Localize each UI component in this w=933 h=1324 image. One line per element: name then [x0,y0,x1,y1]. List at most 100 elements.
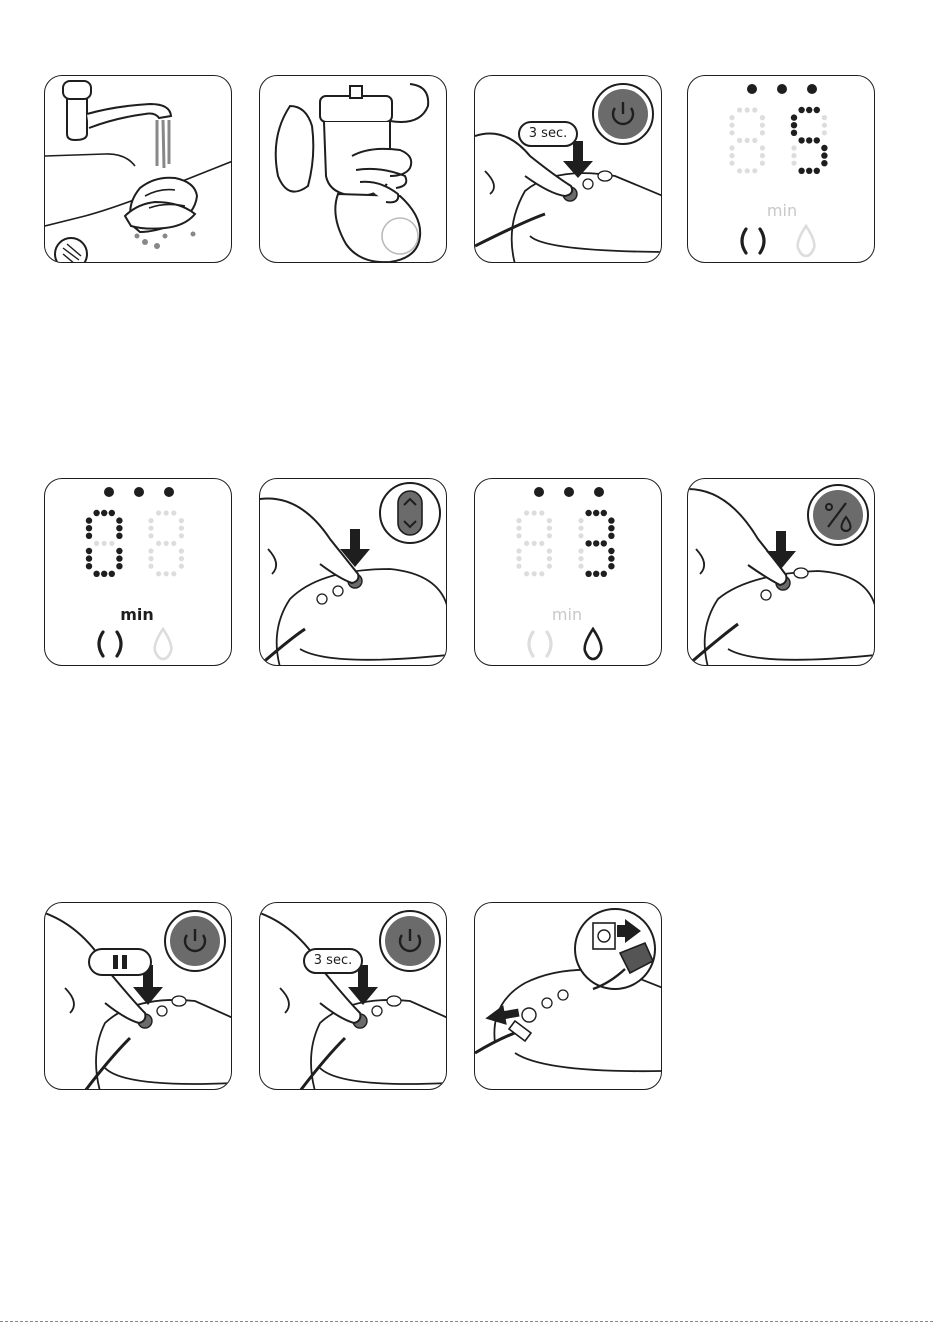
min-label: min [543,605,591,624]
digit-dot-dim [164,510,169,515]
digit-dot-dim [171,541,176,546]
digit-dot-dim [179,564,184,569]
digit-dot-lit [116,533,122,539]
cycle-icon [529,632,551,656]
min-label: min [113,605,161,624]
digit-dot-lit [814,137,820,143]
digit-dot-dim [760,161,765,166]
digit-dot-dim [532,510,537,515]
digit-dot-dim [179,526,184,531]
three-sec-label: 3 sec. [519,122,577,146]
digit-dot-dim [532,571,537,576]
digit-dot-lit [116,563,122,569]
press-power-illustration [475,76,662,263]
digit-dot-lit [821,160,827,166]
min-label: min [758,201,806,220]
digit-dot-dim [532,541,537,546]
digit-dot-dim [539,571,544,576]
panel-timer-display-3: min [474,478,662,666]
digit-dot-lit [806,137,812,143]
digit-dot-lit [116,517,122,523]
digit-dot-lit [593,510,599,516]
digit-dot-dim [822,130,827,135]
three-sec-label: 3 sec. [304,949,362,973]
digit-dot-dim [547,556,552,561]
digit-dot-dim [578,518,583,523]
digit-dot-lit [791,130,797,136]
digit-dot-lit [101,571,107,577]
indicator-dot [807,84,817,94]
digit-dot-dim [164,541,169,546]
digit-dot-lit [109,571,115,577]
digit-dot-lit [601,510,607,516]
digit-dot-dim [516,548,521,553]
digit-dot-dim [729,115,734,120]
digit-dot-dim [729,153,734,158]
digit-dot-lit [101,510,107,516]
digit-dot-lit [93,510,99,516]
digit-dot-lit [593,571,599,577]
digit-dot-lit [806,168,812,174]
digit-dot-lit [86,525,92,531]
digit-dot-dim [729,123,734,128]
digit-dot-lit [593,540,599,546]
water-drop-icon [585,629,602,659]
digit-dot-lit [608,533,614,539]
digit-dot-dim [760,153,765,158]
digit-dot-dim [760,130,765,135]
digit-dot-lit [814,107,820,113]
digit-dot-dim [752,107,757,112]
cycle-icon [742,229,764,253]
digit-dot-lit [821,152,827,158]
digit-dot-lit [116,548,122,554]
digit-dot-dim [752,168,757,173]
digit-dot-lit [585,540,591,546]
digit-dot-lit [601,540,607,546]
digit-dot-lit [608,548,614,554]
digit-dot-dim [547,564,552,569]
pump-assembly-illustration [260,76,447,263]
digit-dot-lit [601,571,607,577]
digit-dot-dim [729,145,734,150]
indicator-dot [777,84,787,94]
digit-dot-dim [94,541,99,546]
digit-dot-lit [608,525,614,531]
digit-dot-dim [791,153,796,158]
digit-dot-lit [86,563,92,569]
digit-dot-dim [516,518,521,523]
digit-dot-lit [585,510,591,516]
digit-dot-dim [791,161,796,166]
digit-dot-dim [179,518,184,523]
digit-dot-dim [822,123,827,128]
digit-dot-dim [148,533,153,538]
panel-timer-display-0: min [44,478,232,666]
digit-dot-dim [148,518,153,523]
digit-dot-dim [578,526,583,531]
panel-press-mode [687,478,875,666]
digit-dot-dim [148,548,153,553]
indicator-dot [164,487,174,497]
digit-dot-dim [179,556,184,561]
digit-dot-dim [760,115,765,120]
digit-dot-dim [547,533,552,538]
bottom-rule [0,1321,933,1322]
panel-unplug [474,902,662,1090]
digit-dot-dim [745,107,750,112]
digit-dot-lit [608,517,614,523]
indicator-dot [534,487,544,497]
digit-dot-lit [798,168,804,174]
digit-dot-lit [814,168,820,174]
indicator-dot [564,487,574,497]
press-adjust-illustration [260,479,447,666]
panel-hold-pump [259,75,447,263]
digit-dot-dim [148,556,153,561]
digit-dot-dim [822,115,827,120]
digit-dot-dim [547,518,552,523]
digit-dot-lit [608,555,614,561]
digit-dot-dim [516,556,521,561]
digit-dot-lit [86,517,92,523]
digit-dot-dim [547,526,552,531]
press-pause-illustration [45,903,232,1090]
digit-dot-dim [737,138,742,143]
digit-dot-dim [524,510,529,515]
